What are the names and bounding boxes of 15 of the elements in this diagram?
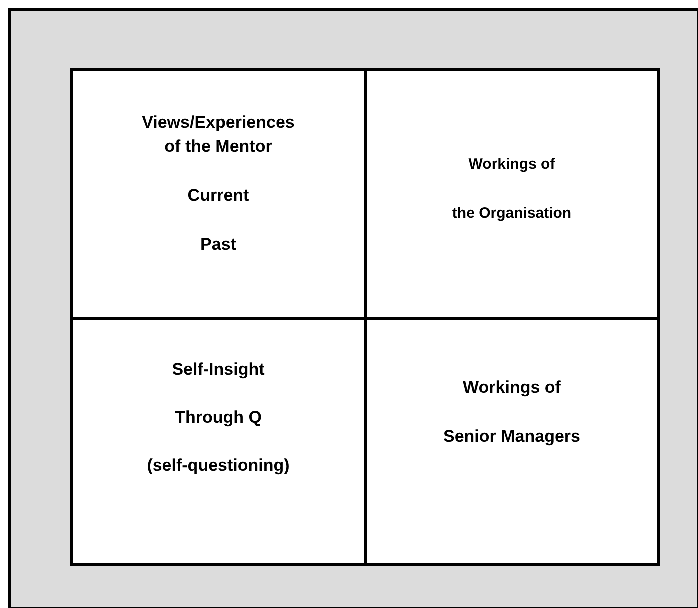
quadrant-text: (self-questioning) — [146, 455, 291, 477]
quadrant-text: Current — [186, 185, 250, 207]
quadrant-text: Views/Experiences of the Mentor — [141, 112, 296, 158]
quadrant-text: Through Q — [174, 407, 263, 429]
quadrant-box — [364, 68, 660, 320]
quadrant-box — [70, 317, 367, 566]
quadrant-text: Self-Insight — [171, 359, 266, 381]
quadrant-text: Past — [200, 234, 238, 256]
quadrant-text: Workings of — [462, 377, 562, 399]
quadrant-box — [70, 68, 367, 320]
quadrant-text: Workings of — [468, 155, 556, 175]
quadrant-text: the Organisation — [451, 204, 573, 224]
frame-box — [8, 8, 698, 608]
quadrant-text: Senior Managers — [442, 426, 582, 448]
quadrant-box — [364, 317, 660, 566]
